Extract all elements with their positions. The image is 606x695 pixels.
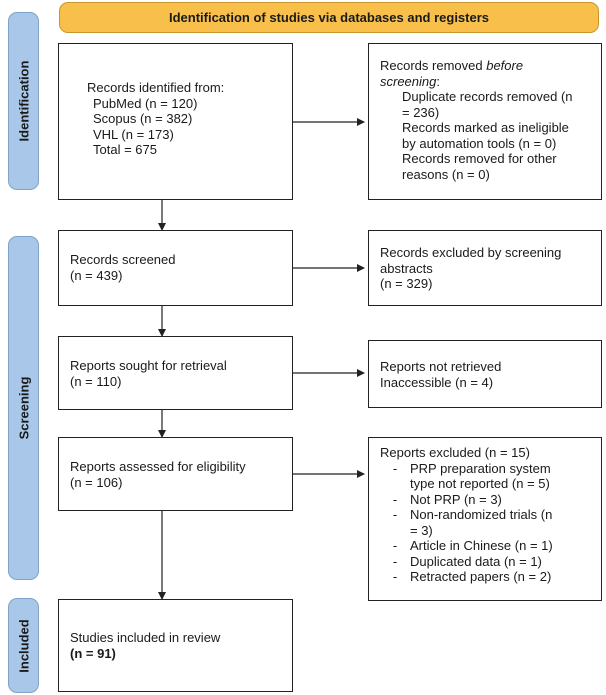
identified-item: PubMed (n = 120) xyxy=(93,95,198,111)
box-reports-excluded: Reports excluded (n = 15) - PRP preparat… xyxy=(368,437,602,601)
reports-excluded-title: Reports excluded (n = 15) xyxy=(380,445,530,460)
identified-item: Scopus (n = 382) xyxy=(93,111,193,126)
exclusion-item: - Retracted papers (n = 2) xyxy=(392,569,552,584)
screened-count: (n = 439) xyxy=(70,267,123,283)
not-retrieved-line: Inaccessible (n = 4) xyxy=(380,374,494,390)
diagram-header: Identification of studies via databases … xyxy=(59,2,599,33)
not-retrieved-line: Reports not retrieved xyxy=(380,359,502,374)
screened-title: Records screened xyxy=(70,252,176,267)
removed-item: Records removed for other xyxy=(402,151,557,166)
box-studies-included: Studies included in review (n = 91) xyxy=(58,599,293,692)
stage-identification: Identification xyxy=(8,12,39,190)
box-reports-sought: Reports sought for retrieval (n = 110) xyxy=(58,336,293,410)
header-title: Identification of studies via databases … xyxy=(168,10,490,25)
sought-count: (n = 110) xyxy=(70,373,122,389)
included-count: (n = 91) xyxy=(70,645,116,661)
removed-item: Duplicate records removed (n xyxy=(402,89,573,104)
stage-included: Included xyxy=(8,598,39,693)
exclusion-item: - Not PRP (n = 3) xyxy=(392,491,502,507)
box-records-excluded-abstracts: Records excluded by screening abstracts … xyxy=(368,230,602,306)
removed-item-cont: reasons (n = 0) xyxy=(402,166,490,182)
exclusion-item: - Non-randomized trials (n= 3) xyxy=(392,507,553,538)
sought-title: Reports sought for retrieval xyxy=(70,358,227,373)
removed-title-cont: screening: xyxy=(380,73,440,89)
box-records-removed: Records removed before screening: Duplic… xyxy=(368,43,602,200)
identified-item: VHL (n = 173) xyxy=(93,126,174,142)
assessed-title: Reports assessed for eligibility xyxy=(70,459,246,474)
stage-screening: Screening xyxy=(8,236,39,580)
box-records-identified: Records identified from: PubMed (n = 120… xyxy=(58,43,293,200)
excluded-abstracts-line: Records excluded by screening xyxy=(380,245,562,260)
identified-title: Records identified from: xyxy=(87,80,225,95)
box-reports-not-retrieved: Reports not retrieved Inaccessible (n = … xyxy=(368,340,602,408)
removed-title: Records removed before xyxy=(380,58,524,73)
excluded-abstracts-line: (n = 329) xyxy=(380,276,433,291)
assessed-count: (n = 106) xyxy=(70,474,123,490)
excluded-abstracts-line: abstracts xyxy=(380,260,433,276)
exclusion-item: - Article in Chinese (n = 1) xyxy=(392,538,553,553)
removed-item-cont: by automation tools (n = 0) xyxy=(402,135,557,151)
removed-item-cont: = 236) xyxy=(402,104,440,120)
identified-item: Total = 675 xyxy=(93,142,157,157)
removed-item: Records marked as ineligible xyxy=(402,120,569,135)
box-records-screened: Records screened (n = 439) xyxy=(58,230,293,306)
box-reports-assessed: Reports assessed for eligibility (n = 10… xyxy=(58,437,293,511)
included-title: Studies included in review xyxy=(70,630,221,645)
exclusion-item: - Duplicated data (n = 1) xyxy=(392,553,542,569)
